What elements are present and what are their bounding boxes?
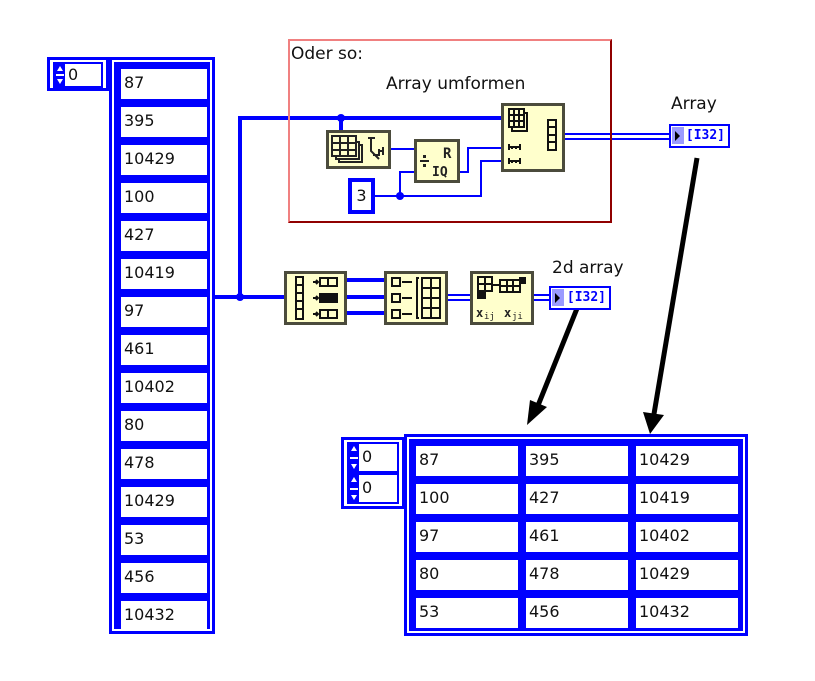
matrix-element[interactable]: 10432 <box>636 598 738 628</box>
structure-title: Oder so: <box>291 44 364 64</box>
build-array-icon <box>391 277 441 319</box>
array2d-indicator-terminal[interactable]: [I32] <box>549 286 611 310</box>
output-2d-array: 87 395 10429 100 427 10419 97 461 10402 80 478 1042… <box>404 434 748 636</box>
array-element[interactable]: 100 <box>121 183 207 213</box>
array-size-icon <box>331 135 384 163</box>
transpose-array-icon: x ij x ji <box>476 276 526 322</box>
col-index-control[interactable]: 0 <box>347 473 399 504</box>
diagram-disable-structure <box>288 39 612 223</box>
input-array-index[interactable]: 0 <box>47 57 109 91</box>
transpose-array-node[interactable]: x ij x ji <box>470 271 534 325</box>
svg-text:ij: ij <box>484 312 495 322</box>
matrix-element[interactable]: 80 <box>416 560 518 590</box>
array2d-type: [I32] <box>566 290 606 305</box>
col-index-value[interactable]: 0 <box>362 478 373 497</box>
spinner-icon[interactable] <box>349 444 359 471</box>
svg-text:R: R <box>443 146 452 162</box>
spinner-icon[interactable] <box>55 64 65 86</box>
matrix-element[interactable]: 87 <box>416 446 518 476</box>
svg-text:x: x <box>504 306 511 320</box>
arrow-2d-array <box>527 305 581 425</box>
array-element[interactable]: 10429 <box>121 145 207 175</box>
matrix-element[interactable]: 100 <box>416 484 518 514</box>
arrow-array <box>643 157 700 434</box>
indicator-arrow-icon <box>672 127 684 144</box>
row-index-value[interactable]: 0 <box>362 447 373 466</box>
array-indicator-label: Array <box>671 94 717 114</box>
matrix-element[interactable]: 427 <box>526 484 628 514</box>
matrix-element[interactable]: 10429 <box>636 446 738 476</box>
index-value[interactable]: 0 <box>68 65 79 84</box>
array-element[interactable]: 53 <box>121 525 207 555</box>
array-type: [I32] <box>685 128 725 143</box>
array-element[interactable]: 10419 <box>121 259 207 289</box>
quotient-remainder-node[interactable]: R IQ <box>414 139 460 183</box>
array-size-node[interactable] <box>326 130 391 169</box>
array-element[interactable]: 10429 <box>121 487 207 517</box>
decimate-array-node[interactable] <box>284 271 347 325</box>
array-element[interactable]: 461 <box>121 335 207 365</box>
indicator-arrow-icon <box>552 289 564 306</box>
quotient-remainder-icon: R IQ <box>420 146 452 180</box>
matrix-element[interactable]: 461 <box>526 522 628 552</box>
matrix-element[interactable]: 478 <box>526 560 628 590</box>
index-control[interactable]: 0 <box>53 62 103 88</box>
matrix-element[interactable]: 97 <box>416 522 518 552</box>
matrix-element[interactable]: 10419 <box>636 484 738 514</box>
array-indicator-terminal[interactable]: [I32] <box>669 124 730 148</box>
array-element[interactable]: 97 <box>121 297 207 327</box>
array-element[interactable]: 10402 <box>121 373 207 403</box>
array-element[interactable]: 80 <box>121 411 207 441</box>
array2d-indicator-label: 2d array <box>552 258 624 278</box>
reshape-array-icon <box>508 108 557 164</box>
reshape-label: Array umformen <box>386 74 526 94</box>
matrix-element[interactable]: 395 <box>526 446 628 476</box>
decimate-array-icon <box>295 276 338 320</box>
reshape-array-node[interactable] <box>501 103 565 172</box>
array-element[interactable]: 10432 <box>121 601 207 631</box>
matrix-element[interactable]: 10402 <box>636 522 738 552</box>
input-array: 87 395 10429 100 427 10419 97 461 10402 80 478 1042… <box>109 57 215 634</box>
svg-text:ji: ji <box>512 312 523 322</box>
build-array-node[interactable] <box>384 271 448 325</box>
array-element[interactable]: 456 <box>121 563 207 593</box>
rows-constant[interactable]: 3 <box>348 178 375 214</box>
array-element[interactable]: 87 <box>121 69 207 99</box>
wire-junction <box>236 293 244 301</box>
array-element[interactable]: 427 <box>121 221 207 251</box>
output-array-index[interactable]: 0 0 <box>341 437 405 509</box>
matrix-element[interactable]: 53 <box>416 598 518 628</box>
array-element[interactable]: 395 <box>121 107 207 137</box>
spinner-icon[interactable] <box>349 475 359 502</box>
matrix-element[interactable]: 456 <box>526 598 628 628</box>
array-element[interactable]: 478 <box>121 449 207 479</box>
svg-text:x: x <box>476 306 483 320</box>
matrix-element[interactable]: 10429 <box>636 560 738 590</box>
svg-text:IQ: IQ <box>432 165 448 180</box>
row-index-control[interactable]: 0 <box>347 442 399 473</box>
